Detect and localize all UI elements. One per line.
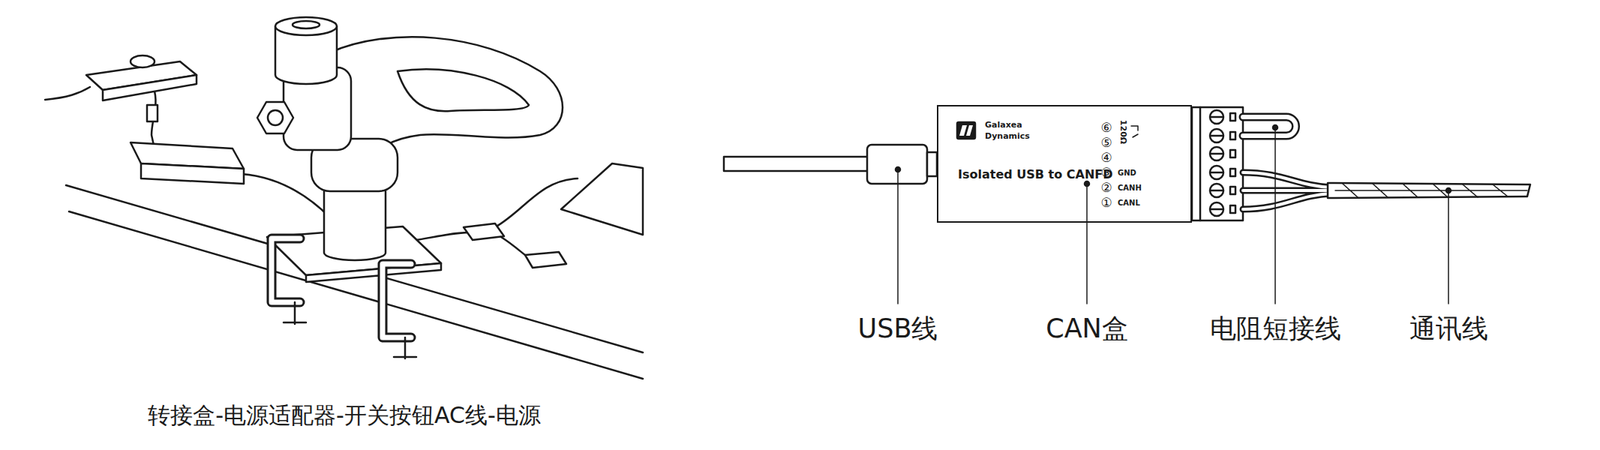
brand-logo-mark [959,125,973,136]
resistor-value: 120Ω [1118,120,1128,145]
clamp [271,238,301,303]
terminal-block [1191,107,1243,221]
leader-dot [1272,125,1278,130]
usb-cable [495,178,578,228]
screw-slot [1211,117,1222,210]
signal-wires [1242,172,1332,210]
clamp-screw [404,337,407,359]
part-name: 通讯线 [1409,314,1489,344]
resistor-jumper [1242,117,1297,136]
clamp [382,264,412,338]
leader-dot [1084,181,1090,187]
switch-button [130,55,155,68]
leader-line [1447,190,1450,304]
can-box: Galaxea DynamicsIsolated USB to CANFD [936,105,1192,223]
pin-number: ⑥ [1100,120,1112,136]
usb-plug [525,252,567,268]
caption: 转接盒-电源适配器-开关按钮AC线-电源 [147,402,541,428]
pin-number: ④ [1100,150,1112,166]
table-edge [66,185,643,353]
resistor-jumper [1242,117,1297,136]
pin-name: CANH [1117,183,1142,193]
can-box-figure [723,107,1531,304]
pin-name: GND [1117,168,1137,178]
robot-setup [45,17,643,379]
brand-logo [957,122,976,139]
clamp-screw [294,302,297,325]
arm-handle [397,69,529,112]
pin-name: CANL [1117,198,1141,208]
pin-number: ③ [1100,165,1112,181]
usb-strain-relief [927,152,937,177]
twisted-cable [1327,183,1531,199]
top-joint-cap [292,21,320,29]
brand-name: Galaxea Dynamics [984,120,1038,143]
leader-line [897,169,899,304]
pin-number: ② [1100,180,1112,196]
clamp-handle [283,321,307,325]
joint-nut-hole [267,110,283,126]
base-plate-side [306,263,442,283]
cable-twist [1335,183,1528,198]
product-name: Isolated USB to CANFD [957,168,1114,182]
leader-dot [895,167,901,172]
ac-cable [45,87,91,100]
clamp-handle [393,356,417,359]
switch-symbol [1131,126,1138,138]
leader-line [1086,183,1088,304]
pin-number: ① [1100,195,1112,211]
inline-switch [147,105,158,122]
part-name: 电阻短接线 [1209,314,1342,344]
leader-dot [1446,188,1451,193]
terminal-divider [1199,107,1202,221]
top-joint-cap [275,17,337,36]
joint-nut [257,102,294,134]
terminal-hole [1230,113,1236,214]
tablet [561,163,643,235]
power-adapter-side [141,163,244,184]
usb-plug [867,144,928,184]
usb-cable [723,156,874,172]
clamp [382,264,412,338]
part-name: CAN盒 [1045,314,1129,344]
part-name: USB线 [858,314,939,344]
pin-number: ⑤ [1100,135,1112,151]
adapter-box [463,223,505,241]
signal-wires [1242,172,1332,210]
leader-line [1274,127,1276,304]
arm-column [324,191,386,261]
clamp [271,238,301,303]
switch-box-side [102,75,197,101]
